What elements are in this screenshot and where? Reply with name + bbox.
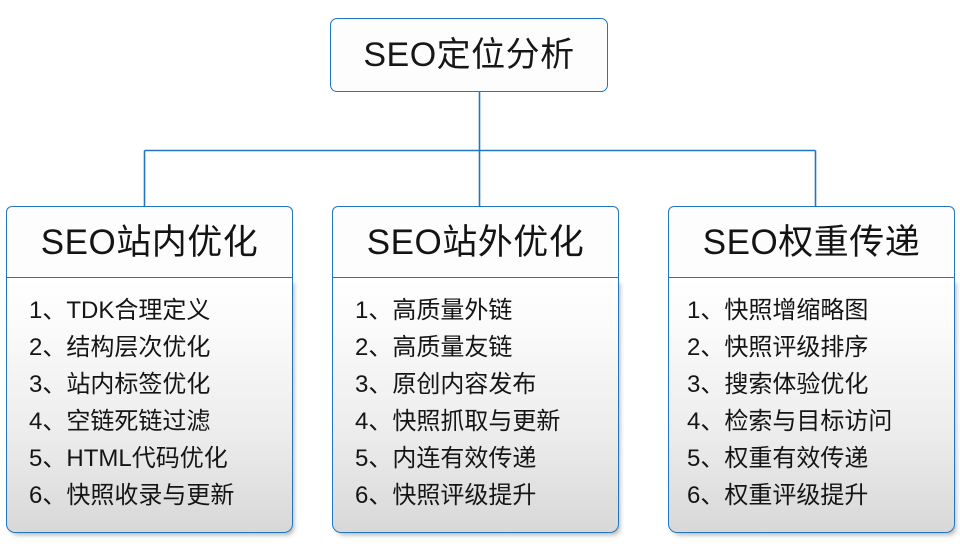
list-item: 6、 快照评级提升 xyxy=(333,477,618,514)
list-item-index: 6、 xyxy=(687,481,725,509)
branch-list-2: 1、 高质量外链 2、 高质量友链 3、 原创内容发布 4、 快照抓取与更新 5… xyxy=(332,276,619,533)
list-item: 6、 快照收录与更新 xyxy=(7,477,292,514)
list-item-label: 高质量友链 xyxy=(392,333,513,361)
list-item-label: 快照评级提升 xyxy=(392,481,537,509)
list-item: 3、 站内标签优化 xyxy=(7,366,292,403)
list-item-index: 2、 xyxy=(355,333,393,361)
list-item-label: TDK合理定义 xyxy=(66,296,211,324)
list-item-index: 2、 xyxy=(687,333,725,361)
list-item-label: 原创内容发布 xyxy=(392,370,537,398)
branch-list-1: 1、 TDK合理定义 2、 结构层次优化 3、 站内标签优化 4、 空链死链过滤… xyxy=(6,276,293,533)
list-item-label: 快照评级排序 xyxy=(724,333,869,361)
list-item: 2、 快照评级排序 xyxy=(669,329,954,366)
list-item-index: 5、 xyxy=(355,444,393,472)
list-item: 3、 搜索体验优化 xyxy=(669,366,954,403)
list-item-index: 1、 xyxy=(29,296,67,324)
list-item-label: HTML代码优化 xyxy=(66,444,228,472)
list-item-label: 快照增缩略图 xyxy=(724,296,869,324)
branch-column-1: SEO站内优化 1、 TDK合理定义 2、 结构层次优化 3、 站内标签优化 4… xyxy=(6,206,293,533)
list-item-index: 6、 xyxy=(29,481,67,509)
list-item-label: 结构层次优化 xyxy=(66,333,211,361)
list-item-index: 1、 xyxy=(687,296,725,324)
branch-list-3: 1、 快照增缩略图 2、 快照评级排序 3、 搜索体验优化 4、 检索与目标访问… xyxy=(668,276,955,533)
list-item-index: 4、 xyxy=(355,407,393,435)
list-item: 1、 高质量外链 xyxy=(333,292,618,329)
list-item-index: 5、 xyxy=(29,444,67,472)
branch-header-3[interactable]: SEO权重传递 xyxy=(668,206,955,278)
list-item-label: 检索与目标访问 xyxy=(724,407,893,435)
branch-header-1[interactable]: SEO站内优化 xyxy=(6,206,293,278)
list-item: 2、 结构层次优化 xyxy=(7,329,292,366)
list-item: 5、 权重有效传递 xyxy=(669,440,954,477)
branch-column-2: SEO站外优化 1、 高质量外链 2、 高质量友链 3、 原创内容发布 4、 快… xyxy=(332,206,619,533)
branch-column-3: SEO权重传递 1、 快照增缩略图 2、 快照评级排序 3、 搜索体验优化 4、… xyxy=(668,206,955,533)
list-item: 6、 权重评级提升 xyxy=(669,477,954,514)
list-item: 1、 快照增缩略图 xyxy=(669,292,954,329)
root-node-title: SEO定位分析 xyxy=(363,36,575,74)
list-item-index: 3、 xyxy=(355,370,393,398)
list-item-label: 站内标签优化 xyxy=(66,370,211,398)
list-item-index: 1、 xyxy=(355,296,393,324)
list-item: 5、 内连有效传递 xyxy=(333,440,618,477)
list-item-index: 6、 xyxy=(355,481,393,509)
list-item-index: 2、 xyxy=(29,333,67,361)
list-item: 5、 HTML代码优化 xyxy=(7,440,292,477)
list-item-index: 5、 xyxy=(687,444,725,472)
list-item-label: 空链死链过滤 xyxy=(66,407,211,435)
list-item: 3、 原创内容发布 xyxy=(333,366,618,403)
list-item-label: 快照抓取与更新 xyxy=(392,407,561,435)
branch-title-3: SEO权重传递 xyxy=(702,222,921,262)
list-item-index: 3、 xyxy=(687,370,725,398)
list-item-label: 权重评级提升 xyxy=(724,481,869,509)
branch-title-1: SEO站内优化 xyxy=(40,222,259,262)
list-item-label: 搜索体验优化 xyxy=(724,370,869,398)
branch-title-2: SEO站外优化 xyxy=(366,222,585,262)
list-item-index: 3、 xyxy=(29,370,67,398)
list-item-label: 内连有效传递 xyxy=(392,444,537,472)
list-item: 2、 高质量友链 xyxy=(333,329,618,366)
list-item-label: 权重有效传递 xyxy=(724,444,869,472)
list-item-index: 4、 xyxy=(29,407,67,435)
root-node[interactable]: SEO定位分析 xyxy=(330,18,608,92)
list-item: 4、 空链死链过滤 xyxy=(7,403,292,440)
list-item: 1、 TDK合理定义 xyxy=(7,292,292,329)
branch-header-2[interactable]: SEO站外优化 xyxy=(332,206,619,278)
list-item-index: 4、 xyxy=(687,407,725,435)
list-item-label: 高质量外链 xyxy=(392,296,513,324)
list-item: 4、 快照抓取与更新 xyxy=(333,403,618,440)
list-item: 4、 检索与目标访问 xyxy=(669,403,954,440)
list-item-label: 快照收录与更新 xyxy=(66,481,235,509)
